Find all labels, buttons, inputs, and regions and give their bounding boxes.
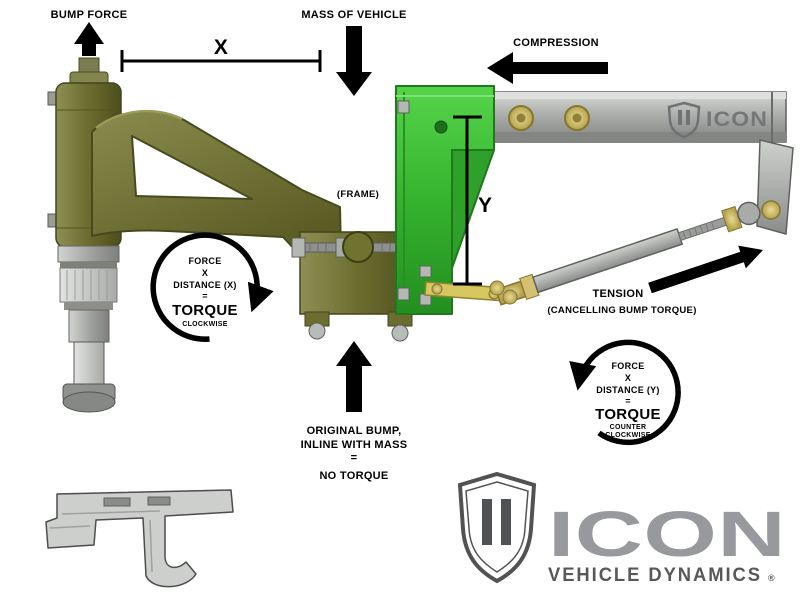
torque-ccw-distance: DISTANCE (Y) (596, 385, 659, 395)
bump-force-arrow-icon (74, 22, 104, 56)
bump-force-label: BUMP FORCE (51, 9, 128, 21)
frame-label: (FRAME) (337, 189, 379, 200)
counterclockwise-arrow-icon (569, 339, 681, 446)
clevis-bolt (502, 289, 518, 305)
link-nut (761, 200, 781, 220)
frame-rail-highlight (476, 92, 786, 99)
clevis-bolt (489, 280, 505, 296)
torque-ccw-direction2: CLOCKWISE (605, 432, 651, 439)
mass-annotation: MASS OF VEHICLE (301, 9, 406, 96)
y-dimension (453, 115, 482, 286)
torque-cw-equals: = (202, 291, 208, 301)
frame-bracket (395, 85, 495, 315)
x-dimension (120, 50, 322, 72)
bracket-bolt (397, 100, 410, 114)
link-threads (677, 216, 728, 241)
tension-sublabel: (CANCELLING BUMP TORQUE) (547, 305, 696, 316)
control-arm (91, 109, 342, 253)
icon-bar (482, 499, 492, 545)
threaded-rod (291, 231, 412, 263)
mass-label: MASS OF VEHICLE (301, 9, 406, 21)
torque-ccw-torque: TORQUE (595, 406, 661, 423)
original-bump-annotation: ORIGINAL BUMP, INLINE WITH MASS = NO TOR… (301, 341, 408, 482)
bracket-hole (434, 120, 448, 134)
tension-annotation: TENSION (CANCELLING BUMP TORQUE) (547, 245, 763, 316)
link-eye (737, 201, 761, 226)
torque-cw-force: FORCE (189, 256, 222, 266)
original-bump-arrow-icon (336, 341, 372, 412)
compression-annotation: COMPRESSION (487, 37, 608, 84)
bracket-bolt (419, 265, 432, 278)
torque-cw-torque: TORQUE (172, 302, 238, 319)
rear-link-arm (756, 139, 794, 235)
torque-ccw-times: X (625, 373, 631, 383)
clockwise-arrow-icon (150, 232, 274, 342)
torque-ccw-force: FORCE (612, 361, 645, 371)
torque-cw-times: X (202, 268, 208, 278)
tension-arrow-icon (648, 245, 763, 294)
bump-force-annotation: BUMP FORCE (51, 9, 128, 56)
tension-label: TENSION (593, 288, 644, 300)
shock-adjuster (59, 267, 118, 303)
bracket-slot (103, 497, 131, 507)
torque-clockwise-diagram: FORCE X DISTANCE (X) = TORQUE CLOCKWISE (150, 232, 274, 342)
rod-hex-head (291, 237, 306, 258)
compression-label: COMPRESSION (513, 37, 599, 49)
torque-counterclockwise-diagram: FORCE X DISTANCE (Y) = TORQUE COUNTER CL… (569, 339, 681, 446)
shock-shaft (73, 341, 105, 387)
icon-bar (501, 499, 511, 545)
x-dimension-label: X (214, 36, 228, 59)
shackle-bolt (308, 322, 326, 340)
shock-absorber (47, 57, 122, 413)
torque-cw-distance: DISTANCE (X) (173, 280, 236, 290)
icon-wordmark: ICON (548, 498, 786, 570)
registered-mark: ® (768, 573, 775, 583)
icon-shield-icon (457, 471, 537, 584)
icon-subtitle: VEHICLE DYNAMICS (548, 565, 762, 586)
shock-foot (62, 391, 116, 413)
bracket-part-drawing (45, 489, 234, 588)
y-dimension-label: Y (478, 194, 492, 217)
original-bump-line2: INLINE WITH MASS (301, 439, 408, 451)
torque-ccw-direction1: COUNTER (610, 424, 647, 431)
rod-washer (342, 231, 374, 263)
torque-ccw-equals: = (625, 396, 631, 406)
rail-icon-wordmark: ICON (706, 108, 768, 131)
mass-arrow-icon (336, 26, 372, 96)
icon-shield-inner (465, 481, 529, 573)
shackle-bolt (391, 324, 409, 342)
torque-cw-direction: CLOCKWISE (182, 321, 228, 328)
original-bump-line3: = (351, 452, 358, 464)
bracket-slot (147, 496, 171, 506)
bracket-bolt (397, 287, 410, 301)
original-bump-line4: NO TORQUE (319, 470, 388, 482)
compression-arrow-icon (487, 52, 608, 84)
frame-rail: ICON (475, 91, 787, 143)
frame-rail-shadow (476, 132, 786, 142)
icon-shield-icon (667, 101, 701, 139)
rail-icon-logo: ICON (667, 101, 768, 139)
icon-logo: ICON VEHICLE DYNAMICS ® (457, 471, 786, 586)
original-bump-line1: ORIGINAL BUMP, (307, 425, 402, 437)
